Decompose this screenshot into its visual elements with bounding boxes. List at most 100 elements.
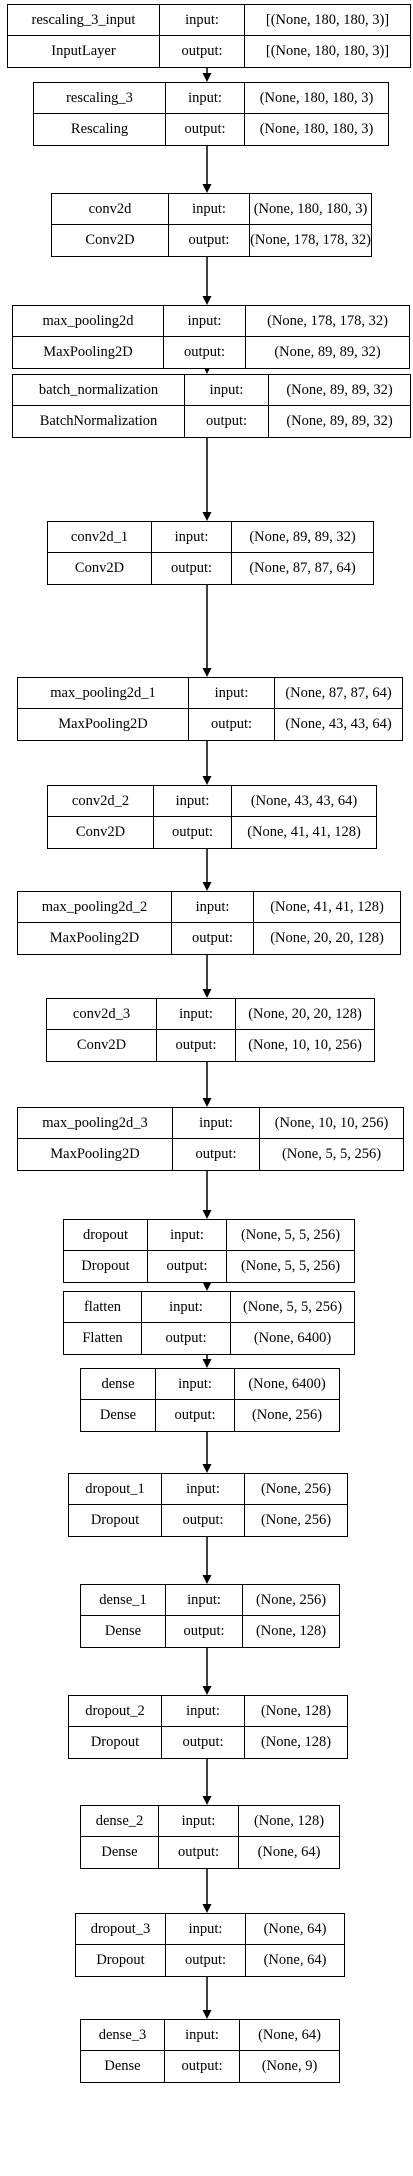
- output-shape: (None, 5, 5, 256): [281, 1146, 382, 1163]
- layer-class: Dropout: [64, 1251, 148, 1282]
- output-shape: (None, 128): [260, 1734, 332, 1751]
- input-shape: (None, 43, 43, 64): [232, 786, 376, 817]
- input-shape: (None, 64): [240, 2020, 339, 2051]
- layer-name: dense_2: [81, 1806, 159, 1837]
- input-label: input:: [159, 1806, 239, 1837]
- input-label: input:: [166, 1914, 246, 1945]
- arrowhead-icon: [202, 1575, 212, 1584]
- layer-name: dropout_3: [76, 1914, 166, 1945]
- input-label: input:: [166, 1585, 243, 1616]
- layer-class: MaxPooling2D: [18, 923, 172, 954]
- output-shape: (None, 89, 89, 32): [274, 344, 381, 361]
- input-shape: [(None, 180, 180, 3)]: [245, 5, 410, 36]
- output-label: output:: [189, 709, 275, 740]
- layer-class: Rescaling: [34, 114, 166, 145]
- input-label: input:: [142, 1292, 231, 1323]
- output-label: output:: [152, 553, 232, 584]
- input-label: input:: [173, 1108, 260, 1139]
- output-label: output:: [148, 1251, 227, 1282]
- layer-class: Dropout: [76, 1945, 166, 1976]
- input-label: input:: [166, 83, 245, 114]
- arrowhead-icon: [202, 1359, 212, 1368]
- input-label: input:: [185, 375, 269, 406]
- layer-name: rescaling_3_input: [8, 5, 160, 36]
- output-label: output:: [156, 1400, 235, 1431]
- output-shape: (None, 87, 87, 64): [249, 560, 356, 577]
- output-shape: (None, 41, 41, 128): [247, 824, 361, 841]
- input-shape: (None, 87, 87, 64): [275, 678, 402, 709]
- arrowhead-icon: [202, 1686, 212, 1695]
- layer-class: MaxPooling2D: [18, 1139, 173, 1170]
- layer-name: max_pooling2d_2: [18, 892, 172, 923]
- output-label: output:: [160, 36, 245, 67]
- arrowhead-icon: [202, 989, 212, 998]
- arrowhead-icon: [202, 296, 212, 305]
- output-label: output:: [173, 1139, 260, 1170]
- output-label: output:: [157, 1030, 236, 1061]
- output-shape: (None, 180, 180, 3): [259, 121, 374, 138]
- layer-class: Dense: [81, 2051, 165, 2082]
- output-label: output:: [154, 817, 232, 848]
- arrowhead-icon: [202, 2010, 212, 2019]
- layer-name: dropout_1: [69, 1474, 162, 1505]
- output-label: output:: [166, 1945, 246, 1976]
- output-label: output:: [162, 1727, 245, 1758]
- layer-class: Conv2D: [52, 225, 169, 256]
- input-shape: (None, 10, 10, 256): [260, 1108, 403, 1139]
- input-label: input:: [172, 892, 254, 923]
- output-shape: (None, 128): [255, 1623, 327, 1640]
- output-shape: (None, 43, 43, 64): [285, 716, 392, 733]
- layer-name: max_pooling2d: [13, 306, 164, 337]
- output-shape: (None, 10, 10, 256): [248, 1037, 362, 1054]
- input-shape: (None, 5, 5, 256): [231, 1292, 354, 1323]
- arrowhead-icon: [202, 1464, 212, 1473]
- arrowhead-icon: [202, 1904, 212, 1913]
- input-shape: (None, 6400): [235, 1369, 339, 1400]
- layer-name: conv2d_1: [48, 522, 152, 553]
- input-shape: (None, 180, 180, 3): [250, 194, 371, 225]
- input-label: input:: [160, 5, 245, 36]
- input-shape: (None, 41, 41, 128): [254, 892, 400, 923]
- output-label: output:: [166, 1616, 243, 1647]
- arrowhead-icon: [202, 184, 212, 193]
- layer-class: Flatten: [64, 1323, 142, 1354]
- layer-name: dense_1: [81, 1585, 166, 1616]
- layer-class: Conv2D: [47, 1030, 157, 1061]
- layer-class: BatchNormalization: [13, 406, 185, 437]
- output-label: output:: [159, 1837, 239, 1868]
- output-shape: (None, 20, 20, 128): [270, 930, 384, 947]
- input-label: input:: [165, 2020, 240, 2051]
- input-label: input:: [154, 786, 232, 817]
- input-label: input:: [162, 1474, 245, 1505]
- layer-name: rescaling_3: [34, 83, 166, 114]
- output-label: output:: [172, 923, 254, 954]
- output-label: output:: [169, 225, 250, 256]
- layer-name: dense: [81, 1369, 156, 1400]
- input-shape: (None, 180, 180, 3): [245, 83, 388, 114]
- arrowhead-icon: [202, 1098, 212, 1107]
- input-shape: (None, 178, 178, 32): [246, 306, 409, 337]
- arrowhead-icon: [202, 1796, 212, 1805]
- input-label: input:: [164, 306, 246, 337]
- output-shape: (None, 64): [263, 1952, 327, 1969]
- layer-class: MaxPooling2D: [18, 709, 189, 740]
- layer-name: batch_normalization: [13, 375, 185, 406]
- output-shape: (None, 6400): [253, 1330, 332, 1347]
- layer-name: dropout_2: [69, 1696, 162, 1727]
- output-label: output:: [142, 1323, 231, 1354]
- layer-name: conv2d: [52, 194, 169, 225]
- layer-class: Dropout: [69, 1505, 162, 1536]
